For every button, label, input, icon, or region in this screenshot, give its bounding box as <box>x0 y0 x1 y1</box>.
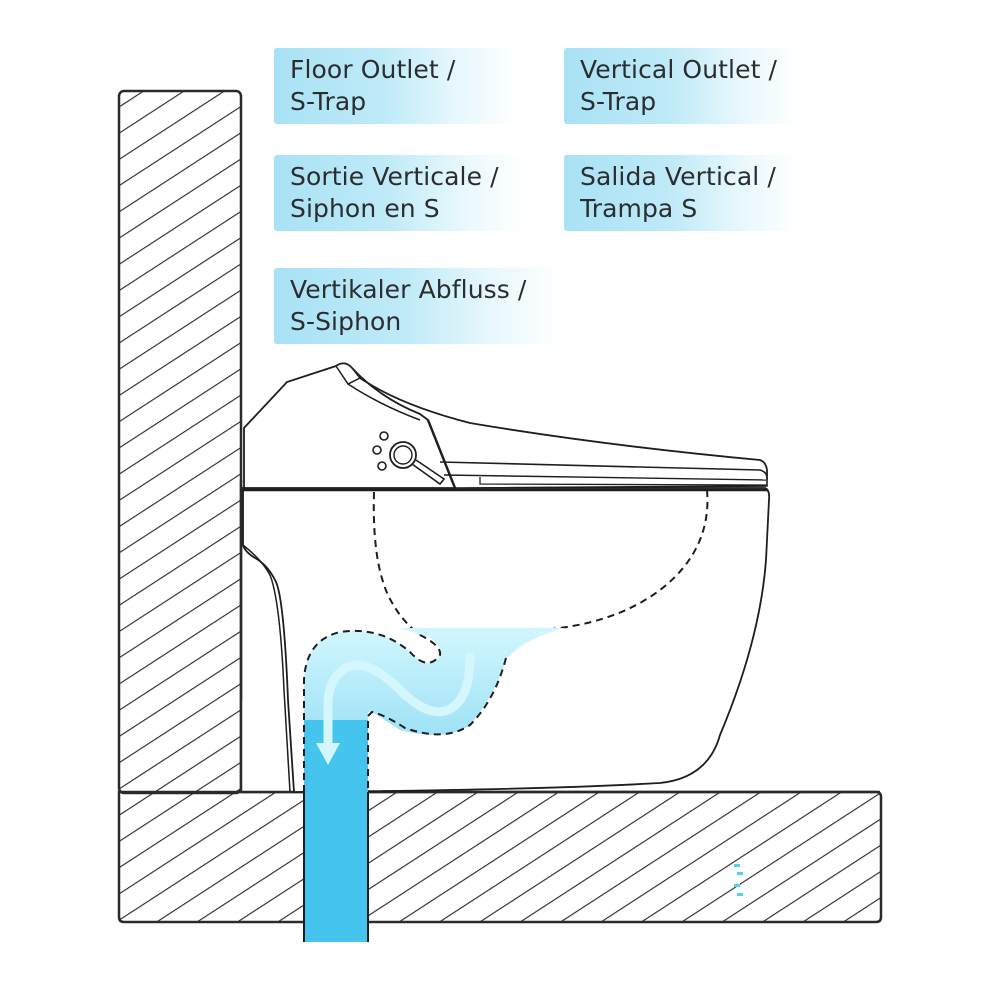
label-line-1: Vertical Outlet / <box>580 55 778 84</box>
label-line-2: S-Trap <box>580 87 657 116</box>
flow-arrow-icon <box>316 652 475 765</box>
label-line-2: Trampa S <box>580 194 698 223</box>
label-line-1: Sortie Verticale / <box>290 162 499 191</box>
wall <box>117 89 243 795</box>
label-vertical-outlet-en: Vertical Outlet / S-Trap <box>564 48 800 124</box>
label-line-2: Siphon en S <box>290 194 440 223</box>
label-line-1: Vertikaler Abfluss / <box>290 275 527 304</box>
label-sortie-verticale-fr: Sortie Verticale / Siphon en S <box>274 155 524 231</box>
watermark-mark <box>734 864 743 896</box>
s-trap-pipe <box>303 628 565 942</box>
control-knob-icon <box>372 431 446 486</box>
label-line-2: S-Trap <box>290 87 367 116</box>
label-line-2: S-Siphon <box>290 307 402 336</box>
label-floor-outlet-en: Floor Outlet / S-Trap <box>274 48 520 124</box>
seat-lid <box>243 362 768 489</box>
label-line-1: Salida Vertical / <box>580 162 776 191</box>
label-salida-vertical-es: Salida Vertical / Trampa S <box>564 155 800 231</box>
label-vertikaler-abfluss-de: Vertikaler Abfluss / S-Siphon <box>274 268 564 344</box>
label-line-1: Floor Outlet / <box>290 55 456 84</box>
